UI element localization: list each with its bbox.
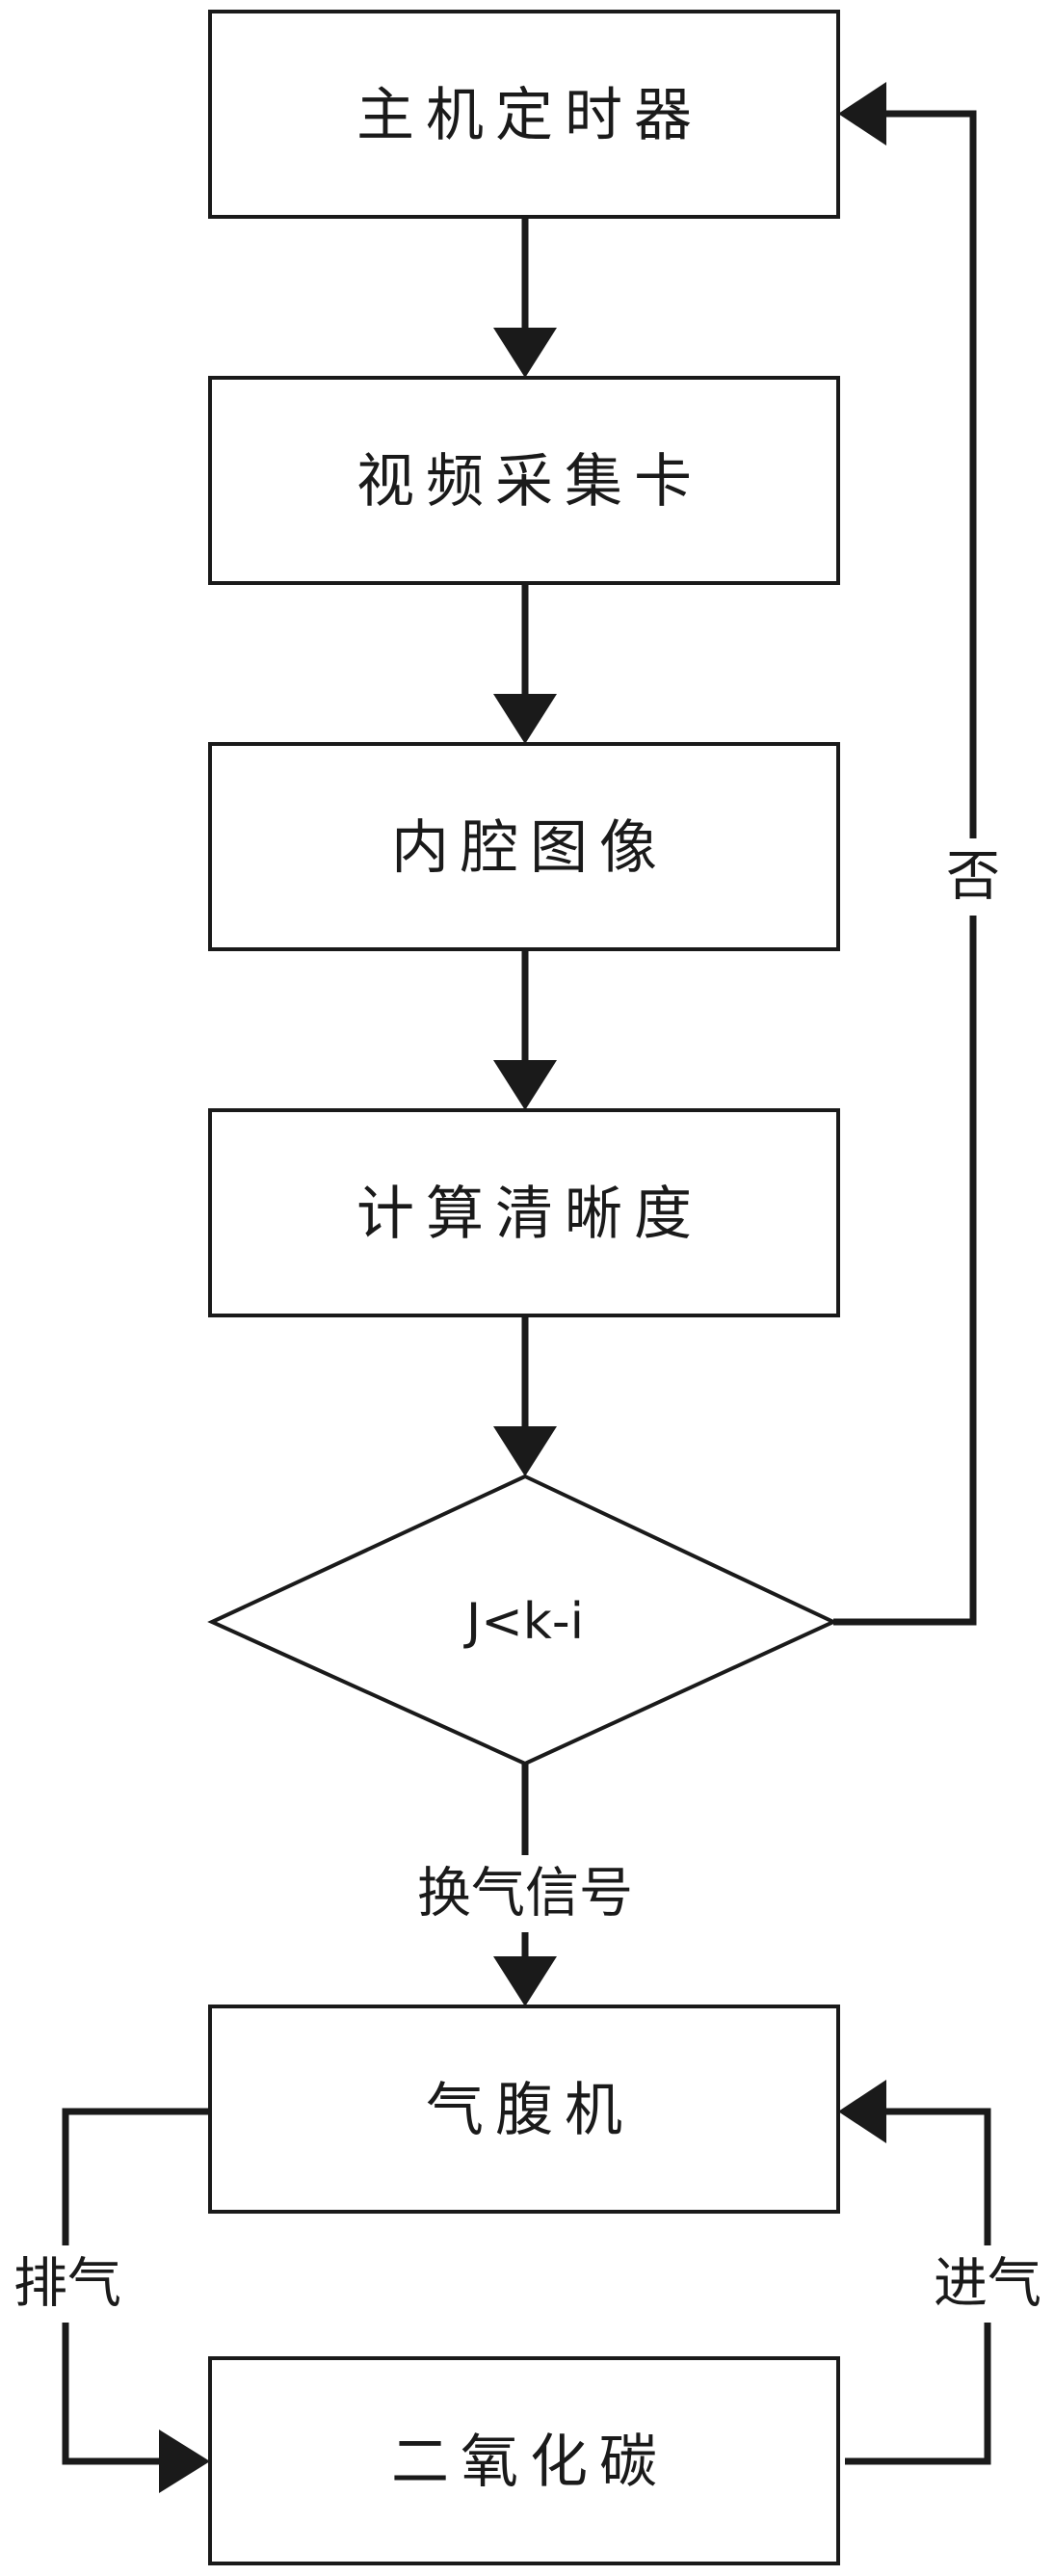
node-video-capture-card-label: 视频采集卡 xyxy=(356,448,703,516)
node-video-capture-card: 视频采集卡 xyxy=(210,378,838,583)
arrowhead-right-co2 xyxy=(159,2430,210,2493)
node-carbon-dioxide-label: 二氧化碳 xyxy=(391,2429,669,2496)
arrowhead-down-compute xyxy=(493,1060,557,1110)
edge-label-exhaust-text: 排气 xyxy=(13,2253,121,2316)
arrowhead-left-insufflator xyxy=(838,2080,886,2143)
edge-label-exhaust: 排气 xyxy=(8,2245,133,2323)
edge-label-ventilation-signal-text: 换气信号 xyxy=(417,1863,633,1925)
node-host-timer-label: 主机定时器 xyxy=(356,82,703,149)
node-insufflator: 气腹机 xyxy=(210,2006,838,2212)
node-compute-sharpness-label: 计算清晰度 xyxy=(356,1181,703,1248)
node-endoscope-image: 内腔图像 xyxy=(210,744,838,949)
node-decision-label: J<k-i xyxy=(463,1593,584,1651)
arrowhead-down-image xyxy=(493,694,557,744)
edge-label-intake: 进气 xyxy=(923,2245,1048,2323)
arrowhead-left-timer xyxy=(838,82,886,146)
edge-label-intake-text: 进气 xyxy=(934,2253,1041,2316)
arrowhead-down-insufflator xyxy=(493,1956,557,2006)
edge-label-no-text: 否 xyxy=(946,846,1000,909)
node-compute-sharpness: 计算清晰度 xyxy=(210,1110,838,1315)
arrowhead-down-decision xyxy=(493,1426,557,1476)
node-decision: J<k-i xyxy=(212,1476,833,1764)
node-insufflator-label: 气腹机 xyxy=(426,2077,634,2144)
node-carbon-dioxide: 二氧化碳 xyxy=(210,2358,838,2563)
node-endoscope-image-label: 内腔图像 xyxy=(391,814,669,882)
node-host-timer: 主机定时器 xyxy=(210,12,838,217)
arrowhead-down-capture xyxy=(493,328,557,378)
edge-label-ventilation-signal: 换气信号 xyxy=(405,1855,646,1932)
edge-label-no: 否 xyxy=(939,838,1007,916)
